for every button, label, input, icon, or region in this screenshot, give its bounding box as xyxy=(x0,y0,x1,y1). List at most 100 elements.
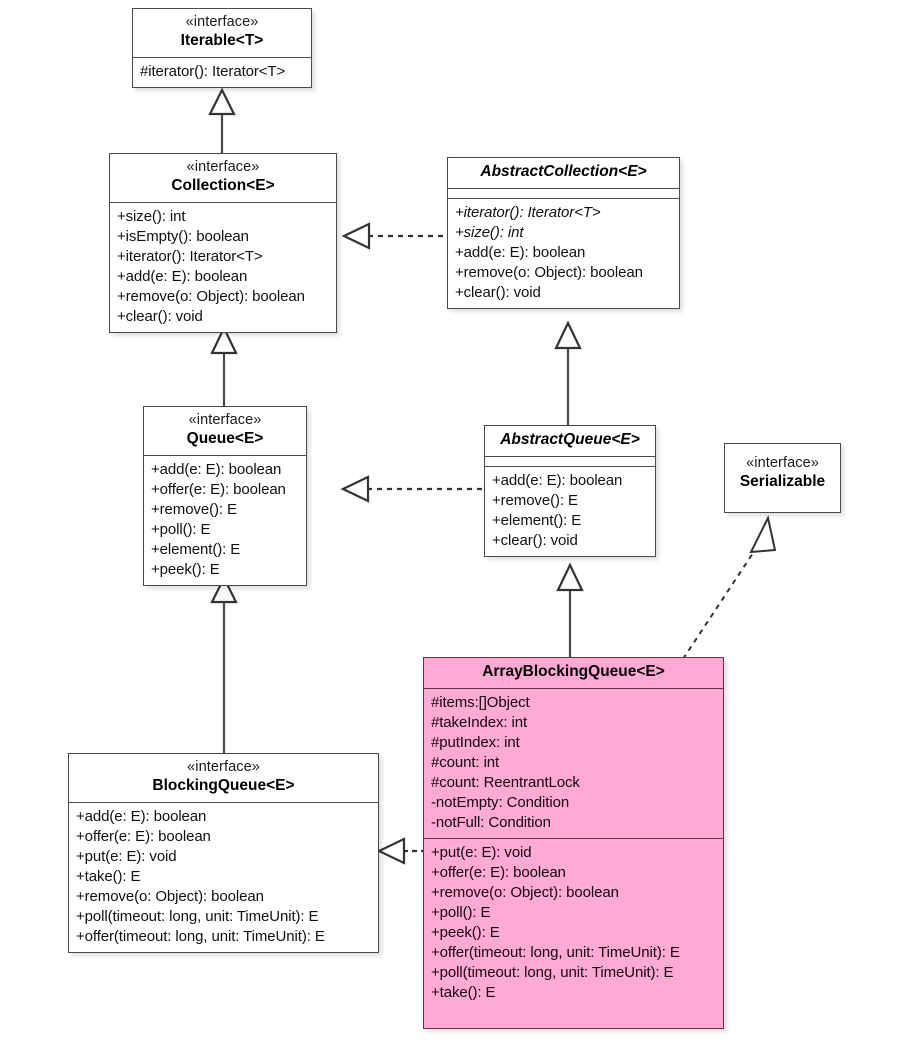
compartment-divider xyxy=(133,56,311,58)
edge-arrayblockingqueue-to-serializable xyxy=(682,515,777,660)
attribute-item: #putIndex: int xyxy=(431,733,520,751)
class-name-label: AbstractCollection<E> xyxy=(480,163,647,180)
method-item: +add(e: E): boolean xyxy=(455,243,586,261)
compartment-divider xyxy=(485,465,655,467)
method-item: +peek(): E xyxy=(151,560,220,578)
method-item: +element(): E xyxy=(151,540,241,558)
attribute-item: #count: ReentrantLock xyxy=(431,773,580,791)
method-item: +clear(): void xyxy=(492,531,578,549)
compartment-divider xyxy=(424,687,723,689)
attributes-compartment-abstract-collection xyxy=(448,189,679,198)
method-item: +remove(): E xyxy=(151,500,237,518)
methods-compartment-blocking-queue: +add(e: E): boolean +offer(e: E): boolea… xyxy=(69,803,378,952)
class-header-abstract-queue: AbstractQueue<E> xyxy=(485,426,655,456)
class-box-queue[interactable]: «interface» Queue<E> +add(e: E): boolean… xyxy=(143,406,307,586)
stereotype-label: «interface» xyxy=(187,759,260,775)
class-box-abstract-queue[interactable]: AbstractQueue<E> +add(e: E): boolean +re… xyxy=(484,425,656,557)
class-name-label: BlockingQueue<E> xyxy=(152,776,295,794)
method-item: +poll(timeout: long, unit: TimeUnit): E xyxy=(76,907,319,925)
compartment-divider xyxy=(144,454,306,456)
class-box-blocking-queue[interactable]: «interface» BlockingQueue<E> +add(e: E):… xyxy=(68,753,379,953)
method-item: +add(e: E): boolean xyxy=(492,471,623,489)
edge-abstractqueue-to-queue xyxy=(340,475,484,503)
compartment-divider xyxy=(485,455,655,457)
class-name-label: Queue<E> xyxy=(186,429,264,447)
compartment-divider xyxy=(448,197,679,199)
class-header-iterable: «interface» Iterable<T> xyxy=(133,9,311,57)
methods-compartment-iterable: #iterator(): Iterator<T> xyxy=(133,58,311,87)
class-name-label: Serializable xyxy=(739,472,826,490)
edge-collection-to-iterable xyxy=(208,87,236,153)
class-header-serializable: «interface» Serializable xyxy=(725,444,840,498)
method-item: +offer(timeout: long, unit: TimeUnit): E xyxy=(431,943,680,961)
method-item: +offer(timeout: long, unit: TimeUnit): E xyxy=(76,927,325,945)
method-item: +offer(e: E): boolean xyxy=(151,480,286,498)
attribute-item: #count: int xyxy=(431,753,500,771)
method-item: +poll(): E xyxy=(151,520,211,538)
method-item: +take(): E xyxy=(431,983,496,1001)
class-name-label: AbstractQueue<E> xyxy=(500,431,640,448)
class-box-serializable[interactable]: «interface» Serializable xyxy=(724,443,841,513)
compartment-divider xyxy=(69,801,378,803)
method-item: +iterator(): Iterator<T> xyxy=(117,247,263,265)
methods-compartment-array-blocking-queue: +put(e: E): void +offer(e: E): boolean +… xyxy=(424,839,723,1008)
stereotype-label: «interface» xyxy=(746,455,819,471)
class-box-iterable[interactable]: «interface» Iterable<T> #iterator(): Ite… xyxy=(132,8,312,88)
attributes-compartment-array-blocking-queue: #items:[]Object #takeIndex: int #putInde… xyxy=(424,689,723,838)
attribute-item: #items:[]Object xyxy=(431,693,530,711)
method-item: +put(e: E): void xyxy=(76,847,177,865)
method-item: +isEmpty(): boolean xyxy=(117,227,249,245)
method-item: +remove(o: Object): boolean xyxy=(455,263,643,281)
method-item: +size(): int xyxy=(455,223,524,241)
methods-compartment-queue: +add(e: E): boolean +offer(e: E): boolea… xyxy=(144,456,306,585)
edge-arrayblockingqueue-to-abstractqueue xyxy=(556,562,584,657)
attribute-item: -notFull: Condition xyxy=(431,813,551,831)
methods-compartment-collection: +size(): int +isEmpty(): boolean +iterat… xyxy=(110,203,336,332)
method-item: +element(): E xyxy=(492,511,582,529)
class-name-label: ArrayBlockingQueue<E> xyxy=(482,663,665,680)
class-box-array-blocking-queue[interactable]: ArrayBlockingQueue<E> #items:[]Object #t… xyxy=(423,657,724,1029)
stereotype-label: «interface» xyxy=(185,14,259,30)
attribute-item: #takeIndex: int xyxy=(431,713,528,731)
method-item: +poll(): E xyxy=(431,903,491,921)
method-item: +offer(e: E): boolean xyxy=(431,863,566,881)
method-item: +poll(timeout: long, unit: TimeUnit): E xyxy=(431,963,674,981)
edge-blockingqueue-to-queue xyxy=(210,575,238,753)
method-item: +remove(): E xyxy=(492,491,578,509)
stereotype-label: «interface» xyxy=(186,159,260,175)
method-item: +clear(): void xyxy=(455,283,541,301)
compartment-divider xyxy=(110,201,336,203)
methods-compartment-abstract-queue: +add(e: E): boolean +remove(): E +elemen… xyxy=(485,467,655,556)
class-header-blocking-queue: «interface» BlockingQueue<E> xyxy=(69,754,378,802)
method-item: +take(): E xyxy=(76,867,141,885)
method-item: +peek(): E xyxy=(431,923,500,941)
method-item: +add(e: E): boolean xyxy=(117,267,248,285)
methods-compartment-abstract-collection: +iterator(): Iterator<T> +size(): int +a… xyxy=(448,199,679,308)
class-box-collection[interactable]: «interface» Collection<E> +size(): int +… xyxy=(109,153,337,333)
class-name-label: Collection<E> xyxy=(171,176,275,194)
method-item: +add(e: E): boolean xyxy=(76,807,207,825)
compartment-divider xyxy=(424,837,723,839)
class-header-array-blocking-queue: ArrayBlockingQueue<E> xyxy=(424,658,723,688)
class-box-abstract-collection[interactable]: AbstractCollection<E> +iterator(): Itera… xyxy=(447,157,680,309)
attributes-compartment-abstract-queue xyxy=(485,457,655,466)
method-item: +clear(): void xyxy=(117,307,203,325)
edge-abstractcollection-to-collection xyxy=(341,222,447,250)
method-item: +remove(o: Object): boolean xyxy=(76,887,264,905)
method-item: #iterator(): Iterator<T> xyxy=(140,62,286,80)
method-item: +iterator(): Iterator<T> xyxy=(455,203,601,221)
stereotype-label: «interface» xyxy=(188,412,262,428)
method-item: +remove(o: Object): boolean xyxy=(117,287,305,305)
method-item: +add(e: E): boolean xyxy=(151,460,282,478)
method-item: +remove(o: Object): boolean xyxy=(431,883,619,901)
method-item: +put(e: E): void xyxy=(431,843,532,861)
edge-arrayblockingqueue-to-blockingqueue xyxy=(376,837,423,865)
attribute-item: -notEmpty: Condition xyxy=(431,793,570,811)
class-header-queue: «interface» Queue<E> xyxy=(144,407,306,455)
class-header-collection: «interface» Collection<E> xyxy=(110,154,336,202)
compartment-divider xyxy=(448,187,679,189)
method-item: +size(): int xyxy=(117,207,186,225)
class-header-abstract-collection: AbstractCollection<E> xyxy=(448,158,679,188)
edge-abstractqueue-to-abstractcollection xyxy=(554,320,582,425)
